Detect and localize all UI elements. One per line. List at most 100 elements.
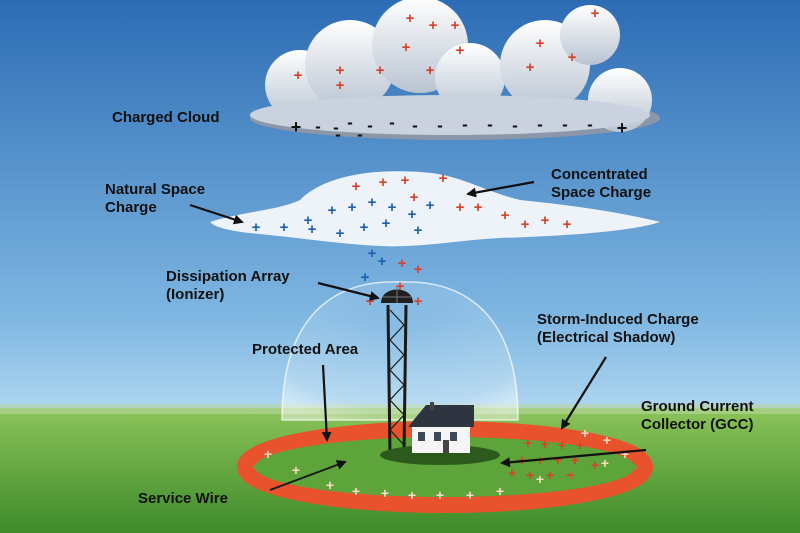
storm-induced-charge-symbol: + [591, 457, 599, 473]
concentrated-space-charge-symbol: + [398, 255, 407, 272]
storm-induced-charge-symbol: + [508, 465, 516, 481]
collector-ring-charge: + [408, 487, 416, 503]
storm-induced-charge-arrow [560, 356, 607, 430]
natural-space-charge-symbol: + [368, 194, 377, 211]
natural-space-charge-symbol: + [336, 225, 345, 242]
charge-symbols: ++++++++++++++---------------+++++++++++… [252, 5, 629, 503]
cloud-positive-charge: + [568, 49, 577, 66]
storm-induced-charge-line-1: Storm-Induced Charge [537, 311, 699, 328]
cloud-negative-charge: - [487, 115, 493, 134]
natural-space-charge-symbol: + [388, 199, 397, 216]
ground-current-collector-line-1: Ground Current [641, 398, 754, 415]
concentrated-space-charge-arrow [466, 180, 535, 198]
cloud-negative-charge: - [562, 115, 568, 134]
concentrated-space-charge-symbol: + [563, 216, 572, 233]
cloud-edge-positive: + [291, 117, 302, 137]
natural-space-charge-symbol: + [328, 202, 337, 219]
charged-cloud-label: Charged Cloud [112, 109, 220, 127]
service-wire-label: Service Wire [138, 490, 228, 508]
concentrated-space-charge-symbol: + [410, 189, 419, 206]
cloud-positive-charge: + [336, 77, 345, 94]
charged-cloud-label-text: Charged Cloud [112, 109, 220, 126]
natural-space-charge-symbol: + [252, 219, 261, 236]
cloud-negative-charge: - [412, 116, 418, 135]
storm-induced-charge-label: Storm-Induced Charge (Electrical Shadow) [537, 311, 699, 347]
cloud-negative-charge: - [512, 116, 518, 135]
ground-current-collector-arrow [500, 448, 647, 468]
storm-induced-charge-symbol: + [576, 437, 584, 453]
cloud-negative-charge: - [437, 116, 443, 135]
cloud-positive-charge: + [402, 39, 411, 56]
protected-area-label-text: Protected Area [252, 341, 359, 358]
collector-ring-charge: + [536, 471, 544, 487]
concentrated-space-charge-line-1: Concentrated [551, 166, 648, 183]
storm-induced-charge-symbol: + [518, 452, 526, 468]
collector-ring-charge: + [292, 462, 300, 478]
collector-ring-charge: + [352, 483, 360, 499]
service-wire [269, 460, 347, 491]
storm-induced-charge-symbol: + [526, 467, 534, 483]
cloud-edge-positive: + [617, 118, 628, 138]
natural-space-charge-arrow [189, 203, 244, 225]
concentrated-space-charge-symbol: + [439, 170, 448, 187]
natural-space-charge-symbol: + [426, 197, 435, 214]
natural-space-charge-symbol: + [304, 212, 313, 229]
natural-space-charge-symbol: + [408, 206, 417, 223]
concentrated-space-charge-symbol: + [396, 278, 405, 295]
cloud-negative-charge: - [389, 113, 395, 132]
concentrated-space-charge-symbol: + [401, 172, 410, 189]
natural-space-charge-line-2: Charge [105, 199, 157, 216]
concentrated-space-charge-label: Concentrated Space Charge [551, 166, 651, 202]
storm-induced-charge-symbol: + [524, 435, 532, 451]
cloud-positive-charge: + [456, 42, 465, 59]
natural-space-charge-symbol: + [348, 199, 357, 216]
cloud-positive-charge: + [406, 10, 415, 27]
concentrated-space-charge-symbol: + [414, 293, 423, 310]
collector-ring-charge: + [601, 455, 609, 471]
natural-space-charge-symbol: + [360, 219, 369, 236]
dissipation-array-arrow [317, 281, 380, 301]
cloud-positive-charge: + [451, 17, 460, 34]
collector-ring-charge: + [621, 446, 629, 462]
collector-ring-charge: + [466, 487, 474, 503]
concentrated-space-charge-symbol: + [541, 212, 550, 229]
concentrated-space-charge-symbol: + [456, 199, 465, 216]
storm-induced-charge-symbol: + [571, 452, 579, 468]
collector-ring-charge: + [581, 425, 589, 441]
natural-space-charge-symbol: + [414, 222, 423, 239]
ground-current-collector-line-2: Collector (GCC) [641, 416, 754, 433]
natural-space-charge-symbol: + [361, 269, 370, 286]
cloud-positive-charge: + [591, 5, 600, 22]
dissipation-array-line-2: (Ionizer) [166, 286, 225, 303]
cloud-positive-charge: + [536, 35, 545, 52]
cloud-negative-charge: - [367, 116, 373, 135]
cloud-positive-charge: + [429, 17, 438, 34]
dissipation-array-tower [381, 287, 413, 456]
storm-induced-charge-symbol: + [558, 437, 566, 453]
space-charge-cloud [210, 171, 660, 247]
storm-induced-charge-symbol: + [546, 467, 554, 483]
natural-space-charge-symbol: + [378, 253, 387, 270]
concentrated-space-charge-symbol: + [352, 178, 361, 195]
concentrated-space-charge-symbol: + [414, 261, 423, 278]
concentrated-space-charge-symbol: + [474, 199, 483, 216]
collector-ring-charge: + [603, 432, 611, 448]
protected-area-label: Protected Area [252, 341, 358, 359]
protected-area-arrow [321, 364, 332, 442]
cloud-positive-charge: + [294, 67, 303, 84]
cloud-negative-charge: - [347, 113, 353, 132]
dissipation-array-label: Dissipation Array (Ionizer) [166, 268, 290, 304]
natural-space-charge-symbol: + [280, 219, 289, 236]
collector-ring-charge: + [566, 467, 574, 483]
cloud-negative-charge: - [333, 118, 339, 137]
cloud-positive-charge: + [376, 62, 385, 79]
natural-space-charge-label: Natural Space Charge [105, 181, 205, 217]
charged-cloud [250, 0, 660, 140]
concentrated-space-charge-symbol: + [366, 293, 375, 310]
collector-ring-charge: + [436, 487, 444, 503]
concentrated-space-charge-line-2: Space Charge [551, 184, 652, 201]
cloud-negative-charge: - [537, 115, 543, 134]
protected-ground-area [255, 437, 635, 497]
concentrated-space-charge-symbol: + [521, 216, 530, 233]
